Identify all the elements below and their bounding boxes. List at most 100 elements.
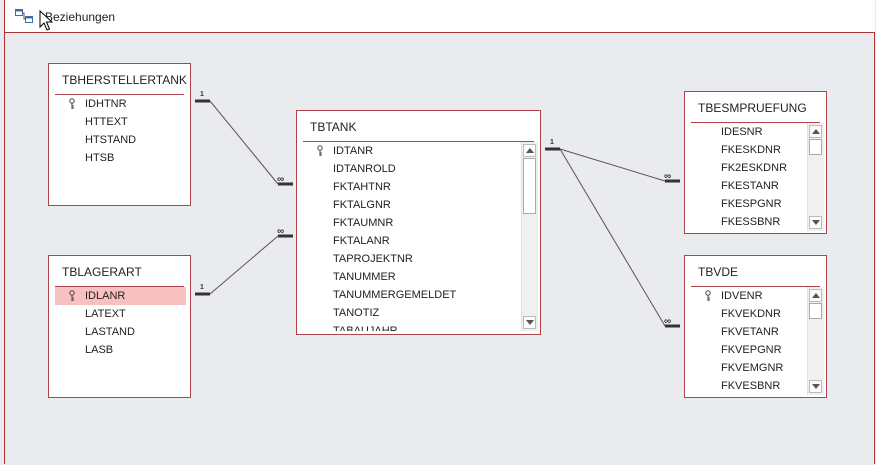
- table-tblagerart[interactable]: TBLAGERART IDLANR LATEXT LASTAND LASB: [48, 255, 191, 398]
- field-row[interactable]: TABAUJAHR: [303, 322, 521, 331]
- arrow-up-icon: [526, 148, 534, 153]
- field-name: IDVENR: [721, 290, 763, 302]
- field-name: FKVESBNR: [721, 380, 781, 392]
- scroll-thumb[interactable]: [523, 158, 536, 214]
- field-list: IDESNR FKESKDNR FK2ESKDNR FKESTANR FKESP…: [691, 123, 807, 231]
- header-divider: [55, 94, 184, 95]
- tab-beziehungen[interactable]: Beziehungen: [45, 10, 116, 24]
- field-row[interactable]: TAPROJEKTNR: [303, 250, 521, 268]
- field-name: IDTANR: [333, 145, 374, 157]
- scroll-down-button[interactable]: [809, 380, 822, 393]
- table-title-bar[interactable]: TBESMPRUEFUNG: [685, 92, 826, 122]
- field-row[interactable]: FKVEMGNR: [691, 359, 807, 377]
- field-row[interactable]: HTTEXT: [55, 113, 186, 131]
- relation-line-vde: [559, 148, 666, 327]
- header-divider: [691, 122, 820, 123]
- scroll-down-button[interactable]: [809, 216, 822, 229]
- primary-key-icon: [69, 98, 75, 109]
- field-list: IDTANR IDTANROLD FKTAHTNR FKTALGNR FKTAU…: [303, 142, 521, 331]
- field-row[interactable]: HTSB: [55, 149, 186, 167]
- field-row[interactable]: FKTAHTNR: [303, 178, 521, 196]
- scroll-up-button[interactable]: [809, 289, 822, 302]
- field-row-selected[interactable]: IDLANR: [55, 287, 186, 305]
- cardinality-one: 1: [550, 139, 554, 146]
- field-name: TAPROJEKTNR: [333, 253, 413, 265]
- table-tbtank[interactable]: TBTANK IDTANR IDTANROLD FKTAHTNR FKTALGN…: [296, 110, 541, 335]
- cardinality-many: ∞: [664, 316, 672, 327]
- field-row[interactable]: FKVETANR: [691, 323, 807, 341]
- field-row[interactable]: IDTANROLD: [303, 160, 521, 178]
- field-list: IDVENR FKVEKDNR FKVETANR FKVEPGNR FKVEMG…: [691, 287, 807, 395]
- table-title-bar[interactable]: TBHERSTELLERTANK: [49, 64, 190, 94]
- table-title-bar[interactable]: TBLAGERART: [49, 256, 190, 286]
- field-row[interactable]: FKTAUMNR: [303, 214, 521, 232]
- field-list: IDHTNR HTTEXT HTSTAND HTSB: [55, 95, 186, 203]
- vertical-scrollbar[interactable]: [807, 287, 824, 395]
- field-name: FKVETANR: [721, 326, 779, 338]
- vertical-scrollbar[interactable]: [521, 142, 538, 331]
- field-row[interactable]: FKTALGNR: [303, 196, 521, 214]
- field-name: TANUMMERGEMELDET: [333, 289, 457, 301]
- table-title: TBVDE: [698, 265, 739, 279]
- arrow-down-icon: [812, 220, 820, 225]
- field-row[interactable]: HTSTAND: [55, 131, 186, 149]
- field-row[interactable]: LASB: [55, 341, 186, 359]
- field-row[interactable]: FKVEKDNR: [691, 305, 807, 323]
- field-name: FKESPGNR: [721, 198, 782, 210]
- header-divider: [55, 286, 184, 287]
- table-title-bar[interactable]: TBTANK: [297, 111, 540, 141]
- field-row[interactable]: FKESKDNR: [691, 141, 807, 159]
- cardinality-many: ∞: [664, 171, 672, 182]
- field-row[interactable]: FKVESBNR: [691, 377, 807, 395]
- table-title: TBHERSTELLERTANK: [62, 73, 187, 87]
- field-name: FKTALGNR: [333, 199, 391, 211]
- field-name: FKESSBNR: [721, 216, 781, 228]
- scroll-thumb[interactable]: [809, 139, 822, 155]
- field-row[interactable]: LASTAND: [55, 323, 186, 341]
- field-row[interactable]: FK2ESKDNR: [691, 159, 807, 177]
- field-row[interactable]: TANOTIZ: [303, 304, 521, 322]
- field-name: HTSB: [85, 152, 115, 164]
- table-tbvde[interactable]: TBVDE IDVENR FKVEKDNR FKVETANR FKVEPGNR …: [684, 255, 827, 398]
- document-tab-bar: Beziehungen: [5, 0, 875, 33]
- table-title: TBTANK: [310, 120, 357, 134]
- vertical-scrollbar[interactable]: [807, 123, 824, 231]
- field-name: HTTEXT: [85, 116, 128, 128]
- field-row[interactable]: IDHTNR: [55, 95, 186, 113]
- cardinality-many: ∞: [277, 226, 285, 237]
- field-name: LATEXT: [85, 308, 126, 320]
- field-row[interactable]: FKESTANR: [691, 177, 807, 195]
- cardinality-one: 1: [200, 91, 204, 98]
- field-row[interactable]: TANUMMERGEMELDET: [303, 286, 521, 304]
- scroll-up-button[interactable]: [523, 144, 536, 157]
- field-row[interactable]: IDTANR: [303, 142, 521, 160]
- primary-key-icon: [705, 290, 711, 301]
- field-row[interactable]: LATEXT: [55, 305, 186, 323]
- scroll-up-button[interactable]: [809, 125, 822, 138]
- scroll-thumb[interactable]: [809, 303, 822, 319]
- table-tbesmpruefung[interactable]: TBESMPRUEFUNG IDESNR FKESKDNR FK2ESKDNR …: [684, 91, 827, 234]
- scroll-down-button[interactable]: [523, 316, 536, 329]
- field-row[interactable]: IDESNR: [691, 123, 807, 141]
- table-tbherstellertank[interactable]: TBHERSTELLERTANK IDHTNR HTTEXT HTSTAND H…: [48, 63, 191, 206]
- field-row[interactable]: FKTALANR: [303, 232, 521, 250]
- field-name: FK2ESKDNR: [721, 162, 788, 174]
- relation-line-esmpruefung: [559, 148, 666, 182]
- field-row[interactable]: FKESSBNR: [691, 213, 807, 231]
- arrow-up-icon: [812, 129, 820, 134]
- relationships-icon: [15, 9, 33, 23]
- header-divider: [691, 286, 820, 287]
- field-row[interactable]: FKVEPGNR: [691, 341, 807, 359]
- mouse-cursor-icon: [39, 10, 53, 31]
- field-name: IDESNR: [721, 126, 763, 138]
- field-row[interactable]: FKESPGNR: [691, 195, 807, 213]
- primary-key-icon: [69, 290, 75, 301]
- field-name: TANOTIZ: [333, 307, 380, 319]
- table-title-bar[interactable]: TBVDE: [685, 256, 826, 286]
- relation-line-htnr: [209, 100, 279, 185]
- field-row[interactable]: TANUMMER: [303, 268, 521, 286]
- arrow-down-icon: [526, 320, 534, 325]
- relationships-window: [4, 0, 875, 464]
- field-row[interactable]: IDVENR: [691, 287, 807, 305]
